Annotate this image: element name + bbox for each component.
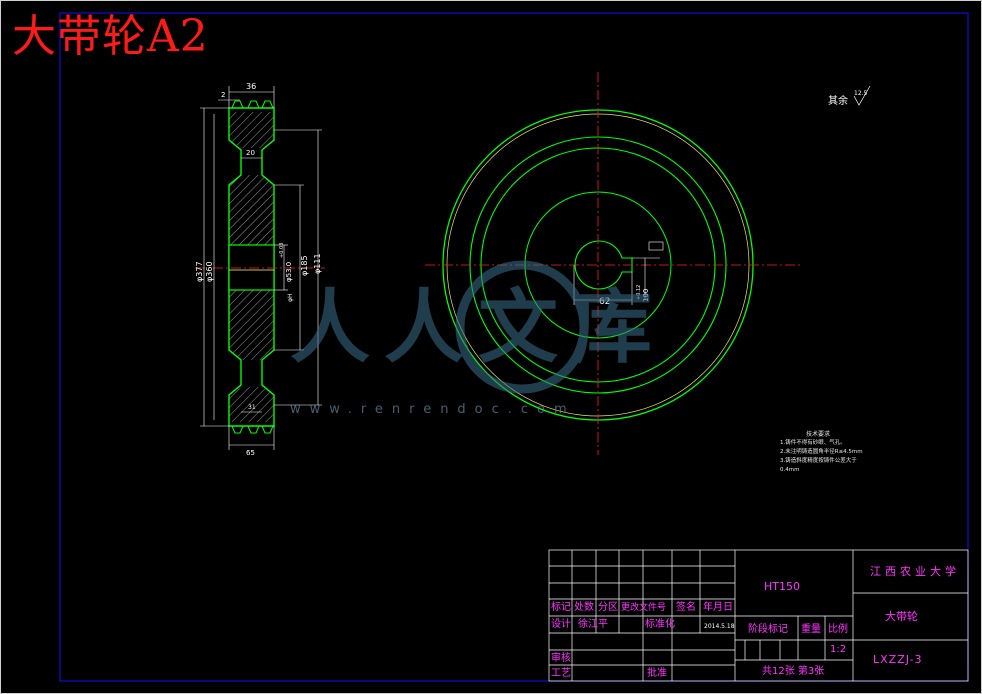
drawing-title: 大带轮A2 <box>12 11 209 62</box>
dim-key-tol: +0.12 <box>636 285 642 300</box>
tb-process-label: 工艺 <box>551 668 571 679</box>
side-dim-lines <box>200 86 322 450</box>
front-view: 62 100 +0.12 <box>425 72 800 455</box>
dim-outer-dia: φ377 <box>195 261 204 282</box>
dim-bore-fit: φH <box>287 294 294 302</box>
side-section-view: 36 2 20 65 31 φ377 φ360 φ53.0 +0.03 φ185… <box>195 82 325 457</box>
tb-header-count: 处数 <box>574 602 594 613</box>
tb-part-name: 大带轮 <box>885 610 918 623</box>
dim-key-depth: 100 <box>642 289 650 302</box>
dim-web-dia: φ185 <box>300 255 309 276</box>
tb-stage-label: 阶段标记 <box>748 624 788 635</box>
top-grooves <box>231 100 274 109</box>
inner-border <box>59 12 969 682</box>
tb-material: HT150 <box>764 580 800 593</box>
tb-weight-label: 重量 <box>801 624 821 635</box>
watermark-logo: 人人文库 <box>290 260 666 394</box>
tb-header-sign: 签名 <box>676 602 696 613</box>
dim-groove-depth: 20 <box>246 149 255 157</box>
tech-note-line-1: 1.铸件不得有砂眼、气孔。 <box>780 440 846 446</box>
tb-scale-label: 比例 <box>828 624 848 635</box>
roughness-value: 12.5 <box>854 90 868 97</box>
bore-outline <box>228 244 275 291</box>
tb-header-zone: 分区 <box>598 602 618 613</box>
title-block-grid <box>548 549 969 682</box>
tb-review-label: 审核 <box>551 653 571 664</box>
dim-rim-inner-dia: φ111 <box>313 253 322 274</box>
tb-header-change-doc: 更改文件号 <box>621 603 667 613</box>
tech-note-line-4: 0.4mm <box>780 467 800 473</box>
tb-date: 2014.5.18 <box>704 623 735 630</box>
bore-with-keyway <box>574 240 633 290</box>
bottom-grooves <box>231 425 274 434</box>
rim-hatch-top <box>229 112 274 148</box>
watermark-text: 人人文库 <box>290 281 666 374</box>
tech-notes: 技术要求 1.铸件不得有砂眼、气孔。 2.未注明铸造圆角半径R≤4.5mm 3.… <box>780 430 863 475</box>
tb-school: 江西农业大学 <box>870 565 960 578</box>
tb-header-mark: 标记 <box>551 602 571 613</box>
tb-approve-label: 批准 <box>647 668 667 679</box>
roughness-symbol <box>853 85 871 106</box>
tb-designer: 徐江平 <box>578 619 608 630</box>
dim-groove-dia: φ360 <box>205 261 214 282</box>
section-hatch-lower <box>229 290 274 360</box>
dim-hub-dia: φ53.0 <box>285 262 293 282</box>
tb-sheet-info: 共12张 第3张 <box>762 666 825 677</box>
tb-header-date: 年月日 <box>703 602 733 613</box>
tb-standard-label: 标准化 <box>645 619 675 630</box>
tb-design-label: 设计 <box>551 619 571 630</box>
dim-bottom-small: 31 <box>248 404 256 411</box>
tech-notes-heading: 技术要求 <box>806 431 831 438</box>
tb-drawing-no: LXZZJ-3 <box>873 653 923 666</box>
roughness-note: 其余 <box>828 96 848 107</box>
section-hatch-upper <box>229 175 274 245</box>
dim-top-width: 36 <box>246 82 256 91</box>
tech-note-line-2: 2.未注明铸造圆角半径R≤4.5mm <box>780 449 863 455</box>
key-dim-lines <box>573 241 664 305</box>
watermark-url: www.renrendoc.com <box>290 402 576 417</box>
dim-bottom-width: 65 <box>246 449 255 457</box>
rim-hatch-bottom <box>229 387 274 422</box>
dim-top-small: 2 <box>221 91 225 99</box>
tb-scale: 1:2 <box>830 644 847 655</box>
tech-note-line-3: 3.铸造斜度精度按铸件公差大于 <box>780 458 857 464</box>
dim-hub-tol: +0.03 <box>279 243 285 258</box>
dim-key-width: 62 <box>599 297 610 307</box>
